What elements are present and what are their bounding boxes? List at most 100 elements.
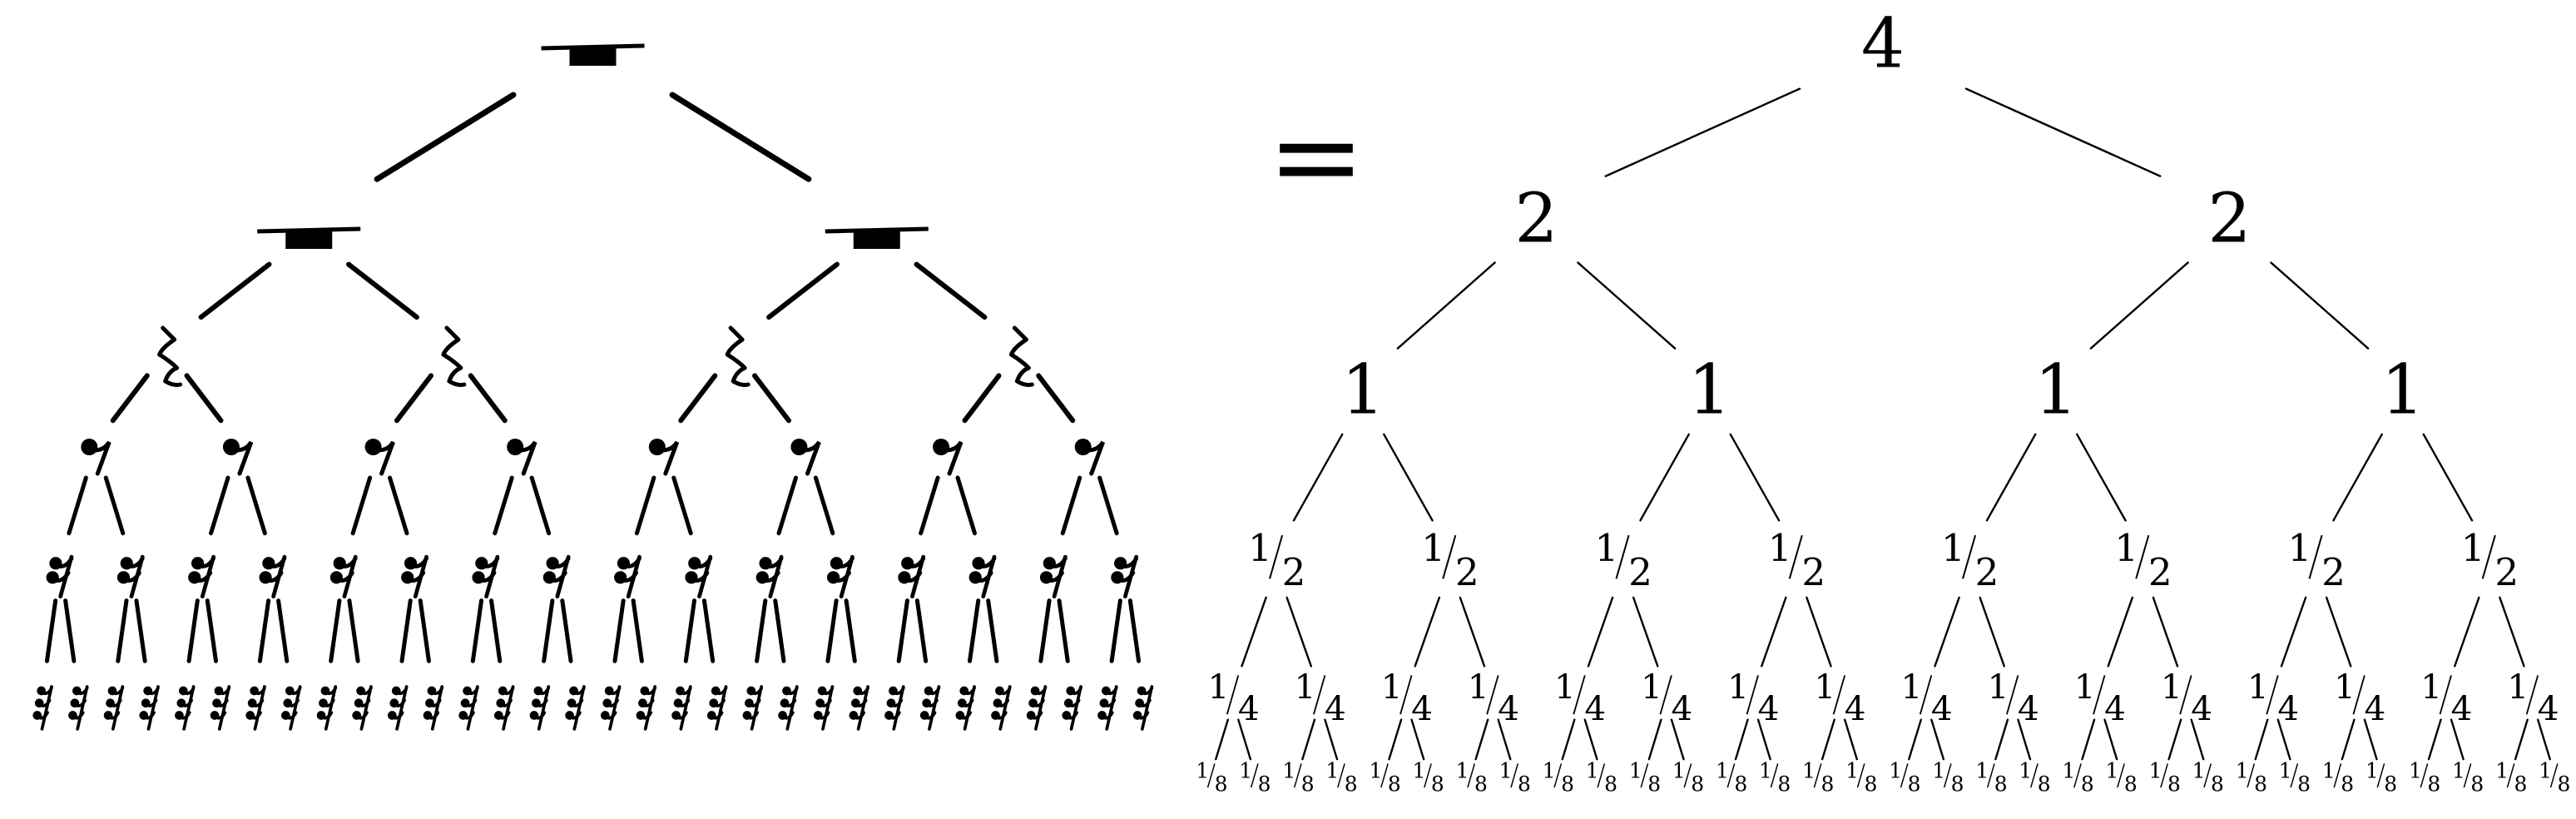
rest-tree-branch: [631, 598, 644, 663]
rest-tree-branch: [198, 261, 272, 320]
value-denominator: 2: [1455, 550, 1479, 594]
fraction-slash: [1313, 675, 1326, 715]
value-tree-branch: [1821, 718, 1835, 761]
value-denominator: 8: [2081, 772, 2094, 796]
value-numerator: 1: [1207, 667, 1229, 707]
value-node: 18: [2192, 758, 2224, 796]
value-tree-branch: [2332, 433, 2383, 522]
value-tree-branch: [2017, 718, 2032, 761]
rest-tree-branch: [418, 598, 431, 663]
value-node: 18: [1413, 758, 1444, 796]
rest-tree-branch: [346, 261, 419, 320]
fraction-slash: [1640, 763, 1649, 788]
value-numerator: 1: [1727, 667, 1749, 707]
value-tree-branch: [2152, 596, 2179, 668]
fraction-slash: [2463, 763, 2472, 788]
value-numerator: 1: [1413, 758, 1426, 782]
value-node: 14: [1207, 667, 1259, 728]
value-denominator: 2: [1628, 550, 1652, 594]
value-numerator: 1: [1543, 758, 1556, 782]
rest-tree-branch: [962, 373, 1002, 424]
value-numerator: 1: [2192, 758, 2206, 782]
quarter-rest-icon: [443, 328, 464, 385]
eighth-rest-icon: [81, 439, 109, 474]
value-tree-branch: [1301, 718, 1316, 761]
value-node: 18: [1239, 758, 1271, 796]
value-node: 18: [1889, 758, 1920, 796]
rest-tree-branch: [63, 598, 77, 663]
value-tree-branch: [2167, 718, 2182, 761]
fraction-slash: [2203, 763, 2212, 788]
value-denominator: 2: [2321, 550, 2346, 594]
fraction-slash: [1659, 675, 1672, 715]
eighth-rest-icon: [1075, 439, 1103, 474]
value-node: 12: [2461, 526, 2519, 594]
equals-sign: =: [1267, 89, 1365, 225]
fraction-slash: [1832, 675, 1846, 715]
value-node: 12: [1768, 526, 1825, 594]
value-tree-branch: [1639, 433, 1690, 522]
value-node: 14: [1900, 667, 1952, 728]
value-tree-branch: [1908, 718, 1923, 761]
rest-tree-branch: [1057, 598, 1070, 663]
value-denominator: 4: [2191, 688, 2212, 728]
value-tree-branch: [1670, 718, 1685, 761]
value-node: 12: [1941, 526, 1999, 594]
fraction-slash: [2073, 763, 2082, 788]
value-tree-branch: [2454, 596, 2480, 668]
rest-tree-branch: [470, 598, 484, 663]
rest-tree-branch: [678, 373, 718, 424]
value-tree-branch: [1414, 596, 1441, 668]
value-numerator: 1: [1975, 758, 1989, 782]
fraction-slash: [1269, 534, 1284, 579]
value-denominator: 8: [2254, 772, 2267, 796]
thirty-second-rest-icon: [741, 684, 763, 731]
value-numerator: 1: [2161, 667, 2182, 707]
rest-tree-branch: [245, 475, 267, 536]
value-node: 18: [1716, 758, 1747, 796]
value-tree-branch: [1292, 433, 1344, 522]
value-numerator: 1: [2409, 758, 2422, 782]
sixteenth-rest-icon: [827, 557, 852, 597]
thirty-second-rest-icon: [528, 684, 551, 731]
rest-tree-branch: [44, 598, 58, 663]
value-node: 12: [1248, 526, 1305, 594]
value-denominator: 8: [2427, 772, 2440, 796]
fraction-slash: [1424, 763, 1432, 788]
thirty-second-rest-icon: [634, 684, 656, 731]
rest-tree-branch: [813, 475, 835, 536]
fraction-slash: [2247, 763, 2256, 788]
value-node: 18: [1932, 758, 1964, 796]
value-tree-branch: [2341, 718, 2356, 761]
quarter-rest-icon: [160, 328, 181, 385]
value-tree-branch: [1324, 718, 1339, 761]
value-denominator: 4: [1931, 688, 1953, 728]
value-node: 14: [1814, 667, 1865, 728]
fraction-slash: [1813, 763, 1822, 788]
value-denominator: 8: [1518, 772, 1531, 796]
value-node: 18: [2236, 758, 2267, 796]
rest-tree-branch: [116, 598, 129, 663]
fraction-slash: [2179, 675, 2192, 715]
rest-tree-branch: [388, 475, 409, 536]
thirty-second-rest-icon: [883, 684, 905, 731]
rest-tree-branch: [955, 475, 977, 536]
value-numerator: 1: [2106, 758, 2119, 782]
rest-tree-branch: [1060, 475, 1082, 536]
value-numerator: 1: [1814, 667, 1835, 707]
value-numerator: 1: [2334, 667, 2356, 707]
rest-tree-branch: [184, 373, 224, 424]
value-number: 2: [2207, 180, 2251, 259]
value-denominator: 2: [1282, 550, 1306, 594]
value-node: 12: [2288, 526, 2346, 594]
value-denominator: 8: [1951, 772, 1964, 796]
fraction-slash: [2117, 763, 2125, 788]
value-tree-branch: [1383, 433, 1434, 522]
rest-tree-branch: [542, 598, 555, 663]
value-tree-branch: [1241, 596, 1267, 668]
fraction-slash: [1226, 675, 1240, 715]
value-denominator: 8: [1431, 772, 1444, 796]
fraction-slash: [1683, 763, 1692, 788]
value-tree-branch: [1459, 596, 1486, 668]
value-tree-branch: [1729, 433, 1781, 522]
